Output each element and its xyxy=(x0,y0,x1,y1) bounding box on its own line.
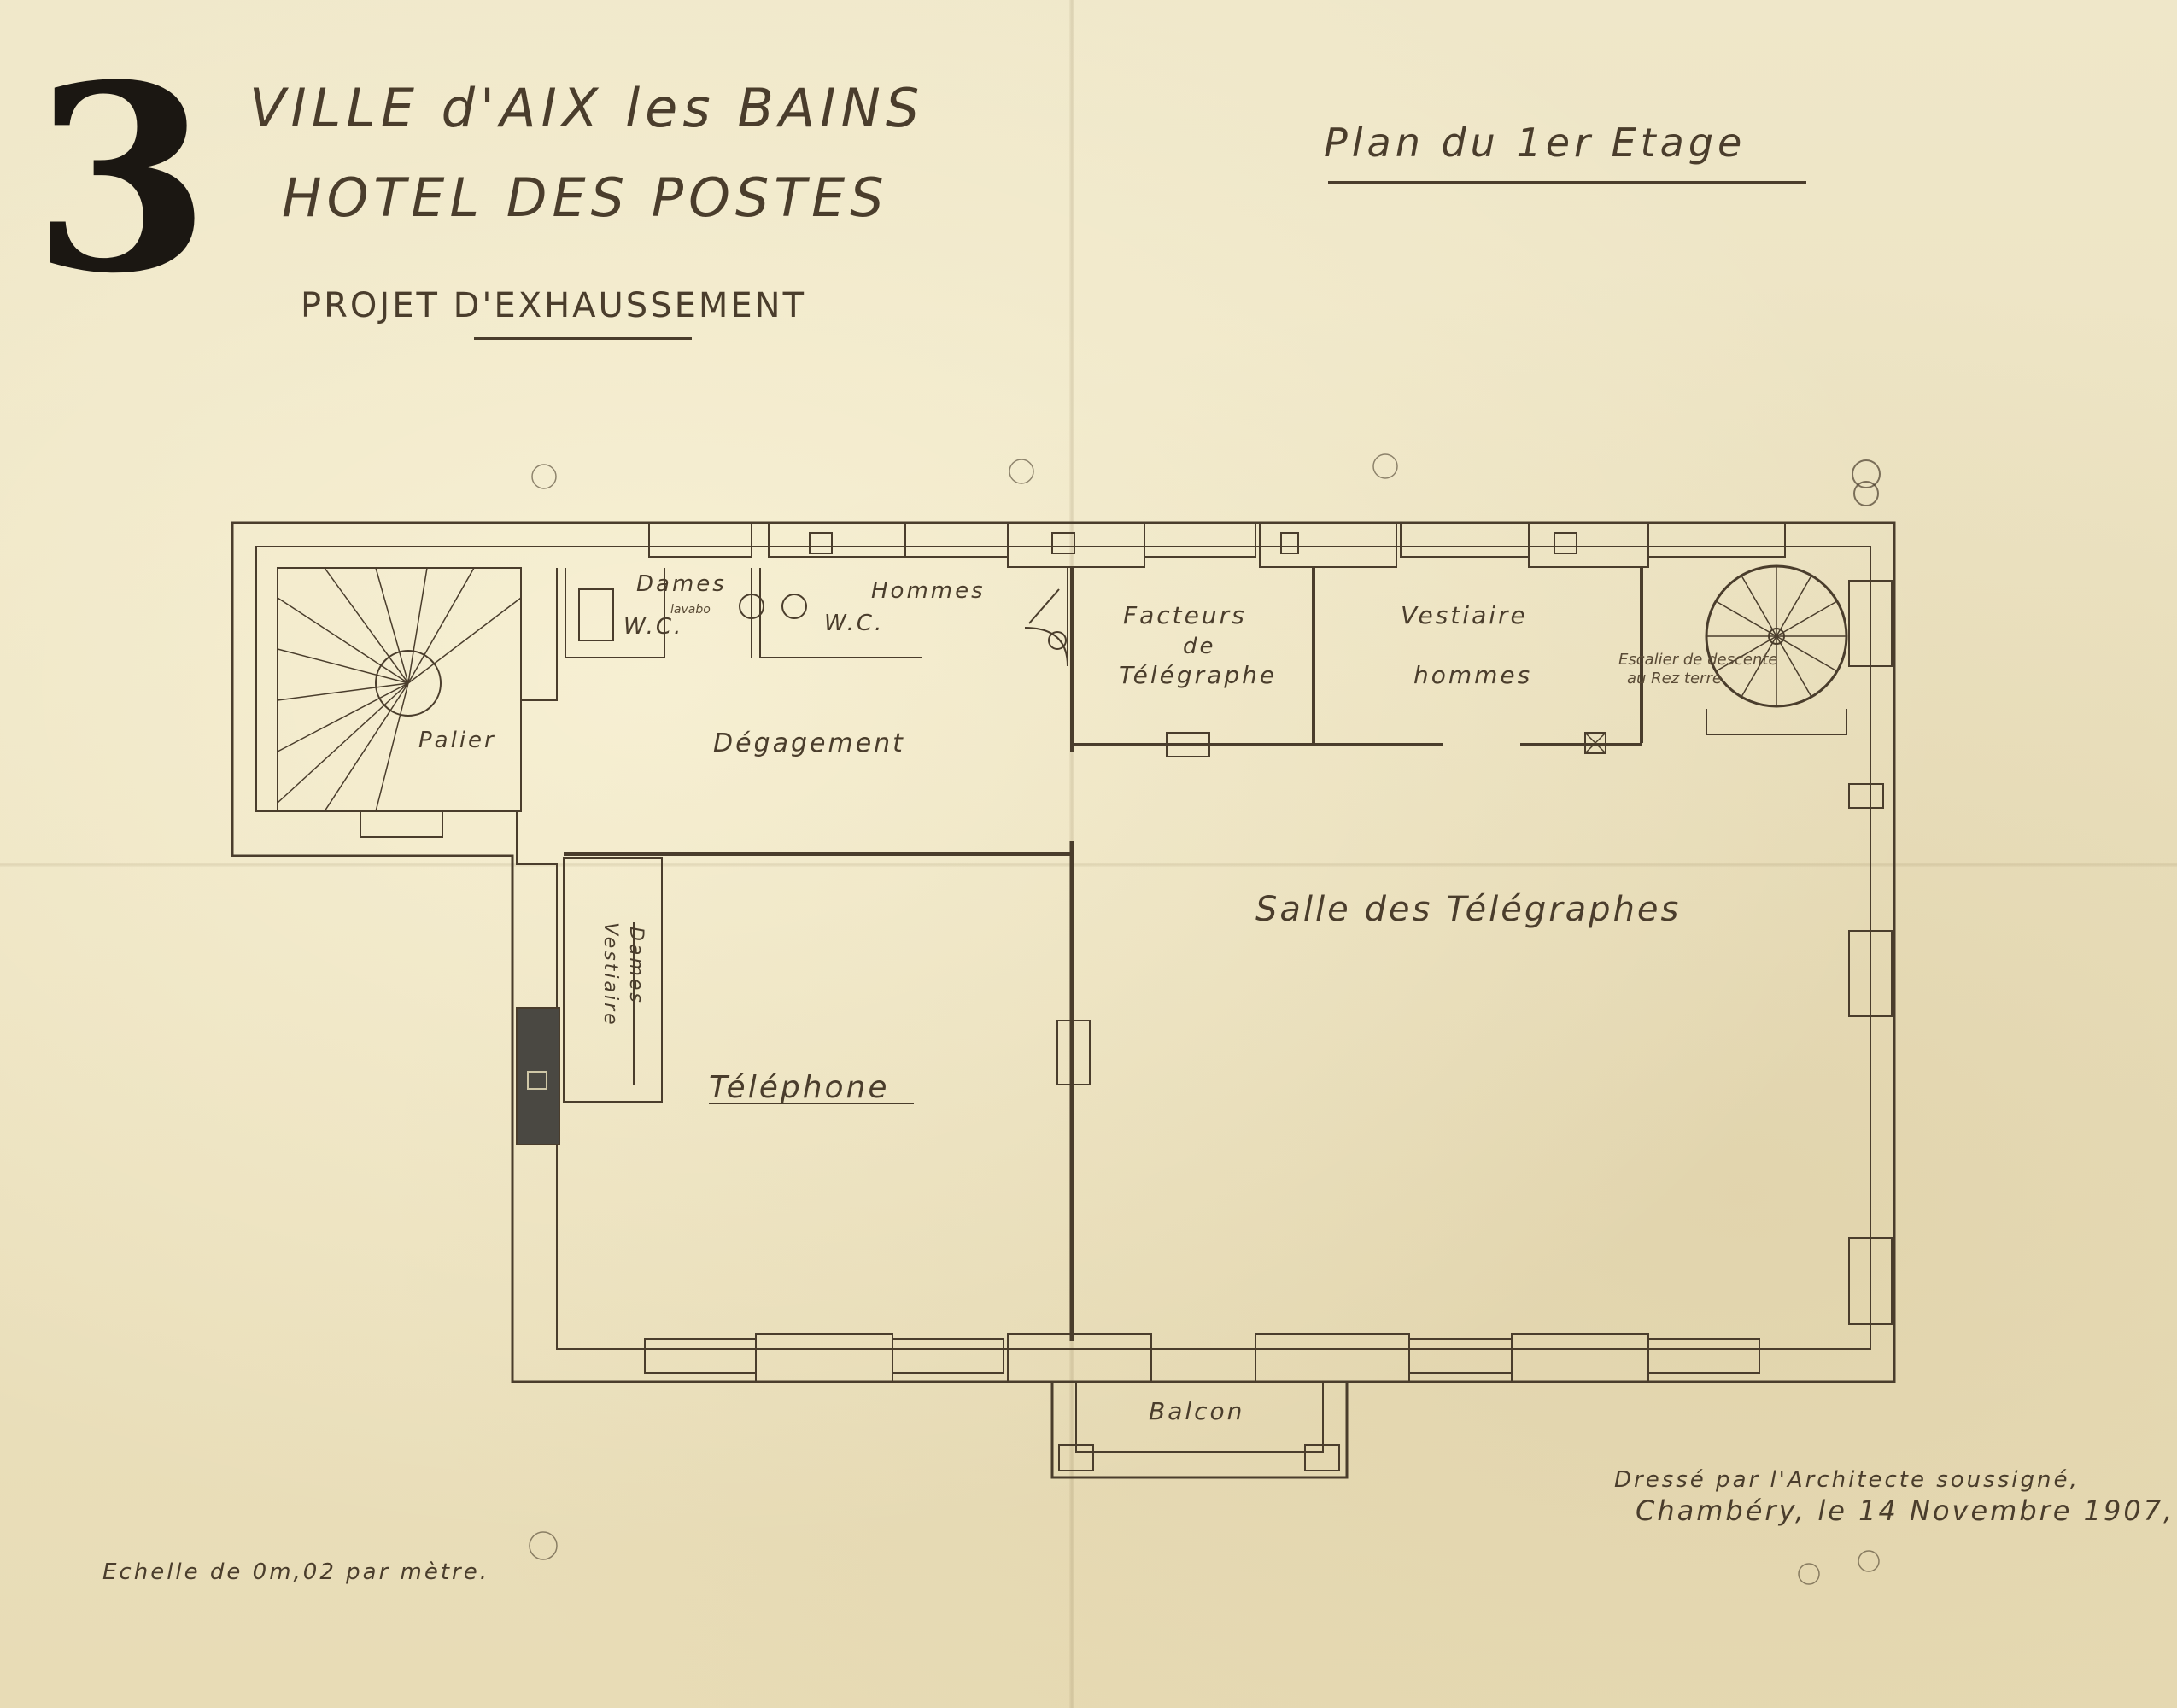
urinal-fixture xyxy=(1048,631,1067,650)
survey-mark-4 xyxy=(1852,459,1881,488)
survey-mark-2 xyxy=(1009,459,1034,484)
sheet-number: 3 xyxy=(32,28,211,330)
label-vestiaire-hommes-2: hommes xyxy=(1413,661,1532,689)
signature-line-1: Dressé par l'Architecte soussigné, xyxy=(1614,1467,2080,1493)
window-bottom-6 xyxy=(1408,1338,1513,1374)
survey-mark-1 xyxy=(531,464,557,489)
monte-charge xyxy=(1584,732,1606,754)
label-wc-dames: W.C. xyxy=(623,614,683,640)
chimney-box-1 xyxy=(809,532,833,554)
label-escalier-1: Escalier de descente xyxy=(1618,651,1778,669)
urinal-door xyxy=(1024,627,1068,667)
window-top-3 xyxy=(904,522,1009,558)
window-top-7 xyxy=(1400,522,1530,558)
label-palier: Palier xyxy=(418,728,496,753)
window-top-6 xyxy=(1259,522,1397,568)
label-dames: Dames xyxy=(636,571,727,597)
label-wc-hommes: W.C. xyxy=(824,611,884,636)
balcon-outer xyxy=(1050,1380,1349,1479)
label-telephone: Téléphone xyxy=(709,1070,890,1105)
window-right-1 xyxy=(1848,580,1893,667)
window-bottom-4 xyxy=(1007,1333,1152,1383)
telephone-door xyxy=(1056,1020,1091,1085)
window-top-2 xyxy=(768,522,906,558)
window-bottom-7 xyxy=(1511,1333,1649,1383)
survey-mark-5 xyxy=(1853,481,1879,506)
radiator-right xyxy=(1848,783,1884,809)
city-title: VILLE d'AIX les BAINS xyxy=(249,77,925,139)
label-balcon: Balcon xyxy=(1149,1397,1244,1425)
chimney-column xyxy=(516,1007,560,1145)
guichet xyxy=(1166,732,1210,757)
window-top-9 xyxy=(1647,522,1786,558)
outer-wall-outline xyxy=(231,521,1896,1383)
wc-hommes-bowl xyxy=(781,594,807,619)
label-vestiaire-dames-1: Vestiaire xyxy=(600,922,621,1027)
window-top-1 xyxy=(648,522,752,558)
spiral-stair-treads xyxy=(1706,566,1846,706)
label-escalier-2: au Rez terre xyxy=(1627,670,1722,687)
window-bottom-2 xyxy=(755,1333,893,1383)
palier-landing xyxy=(360,811,443,838)
label-hommes: Hommes xyxy=(871,578,986,604)
chimney-grate xyxy=(527,1071,547,1090)
survey-mark-6 xyxy=(529,1531,558,1560)
stair-well xyxy=(277,567,522,812)
window-top-5 xyxy=(1144,522,1256,558)
sheet-title-underline xyxy=(1328,181,1806,184)
sheet-title: Plan du 1er Etage xyxy=(1324,120,1747,166)
survey-mark-7 xyxy=(1798,1563,1820,1585)
label-vestiaire-hommes-1: Vestiaire xyxy=(1401,601,1528,629)
paper-fold-horizontal xyxy=(0,863,2177,867)
survey-mark-8 xyxy=(1858,1550,1880,1572)
label-degagement: Dégagement xyxy=(713,728,905,758)
window-right-2 xyxy=(1848,930,1893,1017)
scale-note: Echelle de 0m,02 par mètre. xyxy=(102,1559,490,1585)
building-title: HOTEL DES POSTES xyxy=(282,167,889,229)
label-facteurs: Facteurs xyxy=(1123,601,1247,629)
monte-charge-cross xyxy=(1584,732,1606,754)
project-underline xyxy=(474,337,692,340)
label-de: de xyxy=(1183,634,1216,659)
survey-mark-3 xyxy=(1372,453,1398,479)
spiral-stair-wall xyxy=(1706,709,1847,735)
chimney-box-3 xyxy=(1280,532,1299,554)
label-telegraphe: Télégraphe xyxy=(1119,661,1277,689)
window-right-3 xyxy=(1848,1237,1893,1325)
lavabo-basin xyxy=(739,594,764,619)
label-vestiaire-dames-2: Dames xyxy=(625,927,647,1005)
stair-core xyxy=(375,650,442,717)
urinal-marks xyxy=(1028,588,1060,624)
window-top-8 xyxy=(1528,522,1649,568)
window-top-4 xyxy=(1007,522,1145,568)
label-salle-telegraphes: Salle des Télégraphes xyxy=(1255,890,1681,929)
window-bottom-1 xyxy=(644,1338,757,1374)
balcon-post-right xyxy=(1304,1444,1340,1471)
window-bottom-3 xyxy=(892,1338,1004,1374)
window-bottom-8 xyxy=(1647,1338,1760,1374)
window-bottom-5 xyxy=(1255,1333,1410,1383)
vestiaire-dames xyxy=(563,857,663,1103)
balcon-inner xyxy=(1075,1381,1324,1453)
project-title: PROJET D'EXHAUSSEMENT xyxy=(301,286,807,325)
signature-line-2: Chambéry, le 14 Novembre 1907, xyxy=(1636,1494,2175,1527)
wc-dames-seat xyxy=(578,588,614,641)
palier-wall xyxy=(520,568,558,701)
label-lavabo: lavabo xyxy=(670,603,711,617)
stair-treads xyxy=(277,567,522,812)
balcon-post-left xyxy=(1058,1444,1094,1471)
chimney-box-4 xyxy=(1554,532,1577,554)
chimney-box-2 xyxy=(1051,532,1075,554)
